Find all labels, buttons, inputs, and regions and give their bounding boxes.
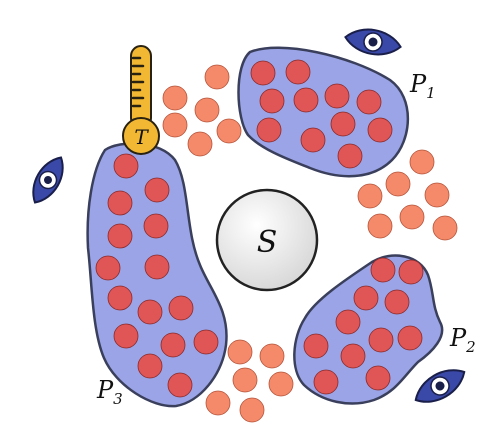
- eye-icon: [32, 156, 64, 204]
- patch-2-label: P2: [449, 324, 476, 356]
- center-label: S: [257, 225, 278, 260]
- patch-3-label-sub: 3: [113, 390, 123, 408]
- patch-1-particles: [250, 59, 393, 169]
- patch-3-label: P3: [96, 376, 123, 408]
- patch-2: [293, 254, 444, 405]
- eye-icon: [414, 369, 466, 403]
- patch-2-label-base: P: [449, 324, 467, 352]
- orange-cluster-bottom: [205, 339, 294, 423]
- patch-1-label: P1: [409, 70, 436, 102]
- thermometer-label: T: [134, 125, 149, 149]
- patch-3-label-base: P: [96, 376, 114, 404]
- patch-1-label-sub: 1: [426, 84, 436, 102]
- patch-1: [237, 46, 410, 178]
- patch-2-label-sub: 2: [465, 338, 476, 356]
- patch-1-label-base: P: [409, 70, 427, 98]
- eye-icon: [344, 28, 402, 56]
- orange-cluster-top: [162, 64, 242, 157]
- thermometer-icon: T: [122, 45, 160, 155]
- patch-3-particles: [95, 153, 219, 398]
- orange-cluster-right: [357, 149, 458, 241]
- patch-2-particles: [303, 257, 424, 395]
- center-circle: [215, 188, 319, 292]
